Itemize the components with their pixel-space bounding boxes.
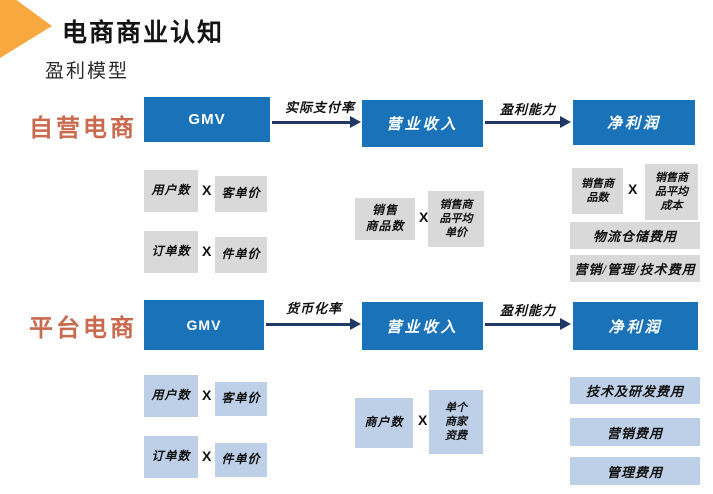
factor-orders-1: 订单数 [144, 231, 198, 273]
multiply-sign: X [419, 209, 429, 225]
page-title: 电商商业认知 [62, 20, 225, 47]
arrow-monetization-rate [266, 318, 361, 330]
page-subtitle: 盈利模型 [45, 61, 130, 82]
factor-price-per-item-2: 件单价 [215, 443, 267, 477]
cost-tech-rd: 技术及研发费用 [570, 377, 700, 404]
arrow-label-profitability-1: 盈利能力 [499, 102, 556, 117]
profit-box-platform: 净利润 [573, 302, 698, 350]
factor-orders-2: 订单数 [144, 436, 198, 478]
factor-price-per-customer-1: 客单价 [215, 176, 267, 212]
row-label-self-operated: 自营电商 [29, 116, 137, 142]
multiply-sign: X [628, 181, 638, 197]
factor-users-1: 用户数 [144, 170, 198, 212]
arrow-label-actual-payment-rate: 实际支付率 [284, 100, 355, 115]
factor-per-merchant-fee: 单个 商家 资费 [429, 390, 483, 454]
cost-marketing-admin-tech: 营销/管理/技术费用 [570, 255, 700, 282]
arrow-label-monetization-rate: 货币化率 [285, 301, 342, 316]
arrow-profitability-2 [485, 318, 571, 330]
cost-marketing: 营销费用 [570, 418, 700, 446]
profit-box-self-operated: 净利润 [573, 100, 695, 145]
factor-goods-avg-cost: 销售商 品平均 成本 [645, 164, 698, 220]
arrow-profitability-1 [485, 116, 571, 128]
factor-goods-avg-price: 销售商 品平均 单价 [428, 191, 484, 247]
factor-price-per-customer-2: 客单价 [215, 382, 267, 416]
accent-triangle-icon [0, 0, 52, 58]
multiply-sign: X [418, 412, 428, 428]
row-label-platform: 平台电商 [29, 316, 137, 342]
gmv-box-self-operated: GMV [144, 97, 270, 142]
gmv-box-platform: GMV [144, 300, 264, 350]
factor-price-per-item-1: 件单价 [215, 237, 267, 273]
factor-goods-sold-count: 销售 商品数 [355, 198, 415, 240]
multiply-sign: X [202, 243, 212, 259]
factor-goods-sold-count-2: 销售商 品数 [572, 168, 623, 214]
factor-merchant-count: 商户数 [355, 398, 413, 448]
cost-logistics-warehouse: 物流仓储费用 [570, 222, 700, 249]
factor-users-2: 用户数 [144, 375, 198, 417]
multiply-sign: X [202, 182, 212, 198]
arrow-actual-payment-rate [272, 116, 361, 128]
multiply-sign: X [202, 448, 212, 464]
arrow-label-profitability-2: 盈利能力 [499, 303, 556, 318]
multiply-sign: X [202, 387, 212, 403]
cost-admin: 管理费用 [570, 457, 700, 485]
revenue-box-platform: 营业收入 [362, 302, 483, 350]
revenue-box-self-operated: 营业收入 [362, 100, 483, 147]
